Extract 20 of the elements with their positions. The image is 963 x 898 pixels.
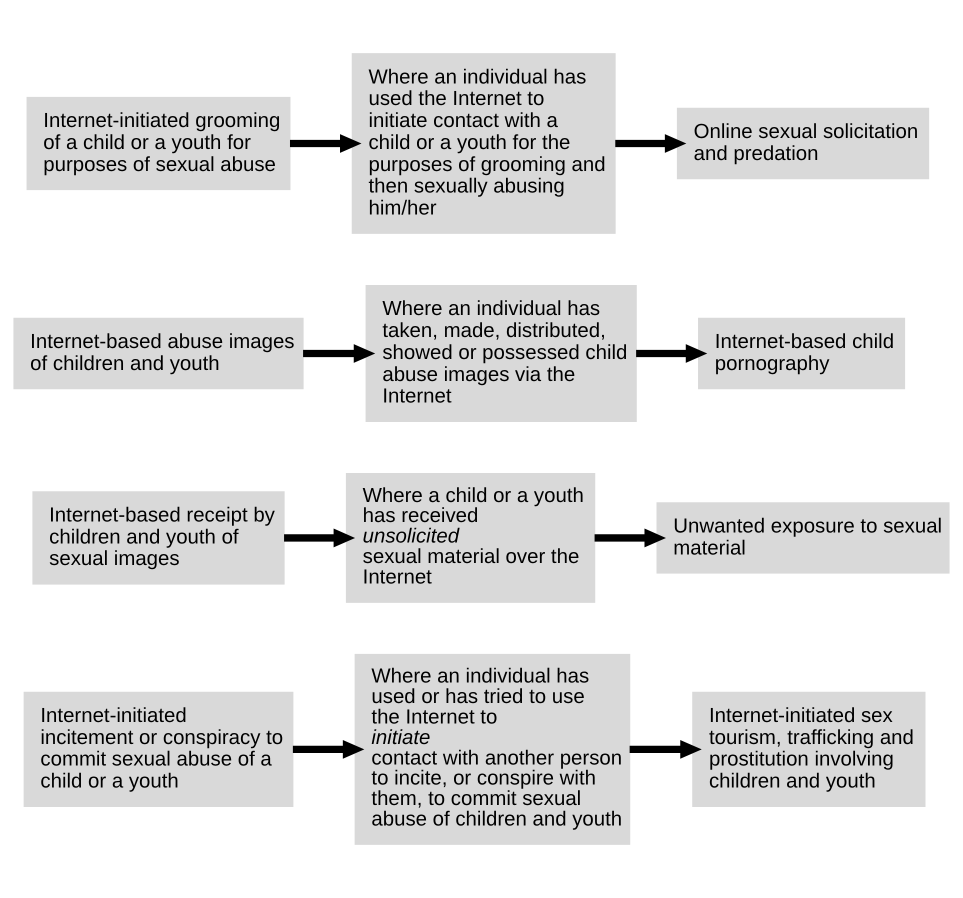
arrow xyxy=(303,344,376,363)
arrow xyxy=(284,528,356,548)
node-box: Internet-initiated sex tourism, trafficking and prostitution involving children and youth xyxy=(692,692,926,807)
node-box: Internet-based receipt by children and youth of sexual images xyxy=(32,491,285,585)
node-box: Online sexual solicitation and predation xyxy=(676,108,930,180)
arrow xyxy=(630,740,702,759)
node-box: Where an individual has taken, made, distributed, showed or possessed child abuse images via the Internet xyxy=(366,284,637,422)
arrow xyxy=(615,134,686,153)
node-box: Unwanted exposure to sexual material xyxy=(656,502,950,574)
arrow xyxy=(594,528,666,548)
arrow xyxy=(292,740,364,759)
node-box: Internet-based abuse images of children and youth xyxy=(13,318,304,390)
node-box: Where an individual has used or has tried to use the Internet to initiate contact with another person to incite, or conspire with them, to commit sexual abuse of children and youth xyxy=(354,654,630,845)
node-box: Internet-initiated grooming of a child or a youth for purposes of sexual abuse xyxy=(26,96,290,190)
arrow xyxy=(290,134,362,153)
node-box: Internet-based child pornography xyxy=(698,318,906,390)
node-box: Where a child or a youth has received unsolicited sexual material over the Internet xyxy=(346,473,596,603)
arrow xyxy=(636,344,708,363)
node-box: Where an individual has used the Internet to initiate contact with a child or a youth for the purposes of grooming and then sexually abusing him/her xyxy=(352,53,616,234)
node-box: Internet-initiated incitement or conspiracy to commit sexual abuse of a child or a youth xyxy=(24,692,294,807)
